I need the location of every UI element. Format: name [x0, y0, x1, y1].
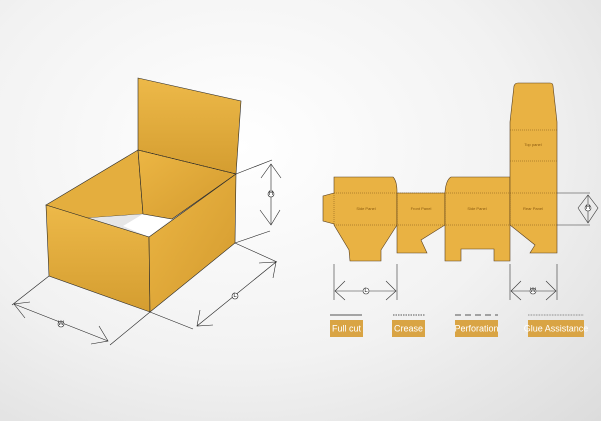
legend-label: Glue Assistance	[524, 324, 589, 334]
legend-label: Perforation	[454, 324, 498, 334]
front-panel-net	[396, 192, 446, 254]
net-panel-label: Side Panel	[356, 206, 375, 211]
legend-label: Crease	[394, 324, 423, 334]
legend-crease	[392, 320, 425, 337]
dim-width-label: W	[58, 321, 64, 327]
legend-label: Full cut	[332, 324, 362, 334]
side-panel-1	[322, 176, 398, 262]
side-panel-2	[444, 176, 511, 262]
dim-height-label: H	[269, 191, 273, 197]
net-panel-label: Rear Panel	[523, 206, 543, 211]
legend-full-cut	[330, 320, 363, 337]
box-3d	[45, 77, 242, 313]
dim-length-label: L	[233, 293, 237, 299]
legend-perforation	[455, 320, 498, 337]
net-panel-label: Side Panel	[467, 206, 486, 211]
net-dimensions	[333, 192, 599, 301]
box-net	[322, 82, 558, 262]
net-creases	[333, 129, 557, 226]
net-dim-height: H	[586, 205, 590, 211]
back-inner-wall	[45, 149, 144, 219]
net-dim-length: L	[364, 288, 368, 294]
net-panel-label: Front Panel	[411, 206, 432, 211]
net-dim-width: W	[530, 288, 536, 294]
rear-top-panel	[509, 82, 558, 254]
net-panel-label: Top panel	[524, 142, 541, 147]
legend: Full cut Crease Perforation Glue Assista…	[330, 314, 589, 337]
lid-crease	[137, 149, 237, 175]
legend-glue-assistance	[528, 320, 584, 337]
inner-floor-light	[123, 214, 172, 237]
box-3d-dimensions	[11, 159, 282, 346]
